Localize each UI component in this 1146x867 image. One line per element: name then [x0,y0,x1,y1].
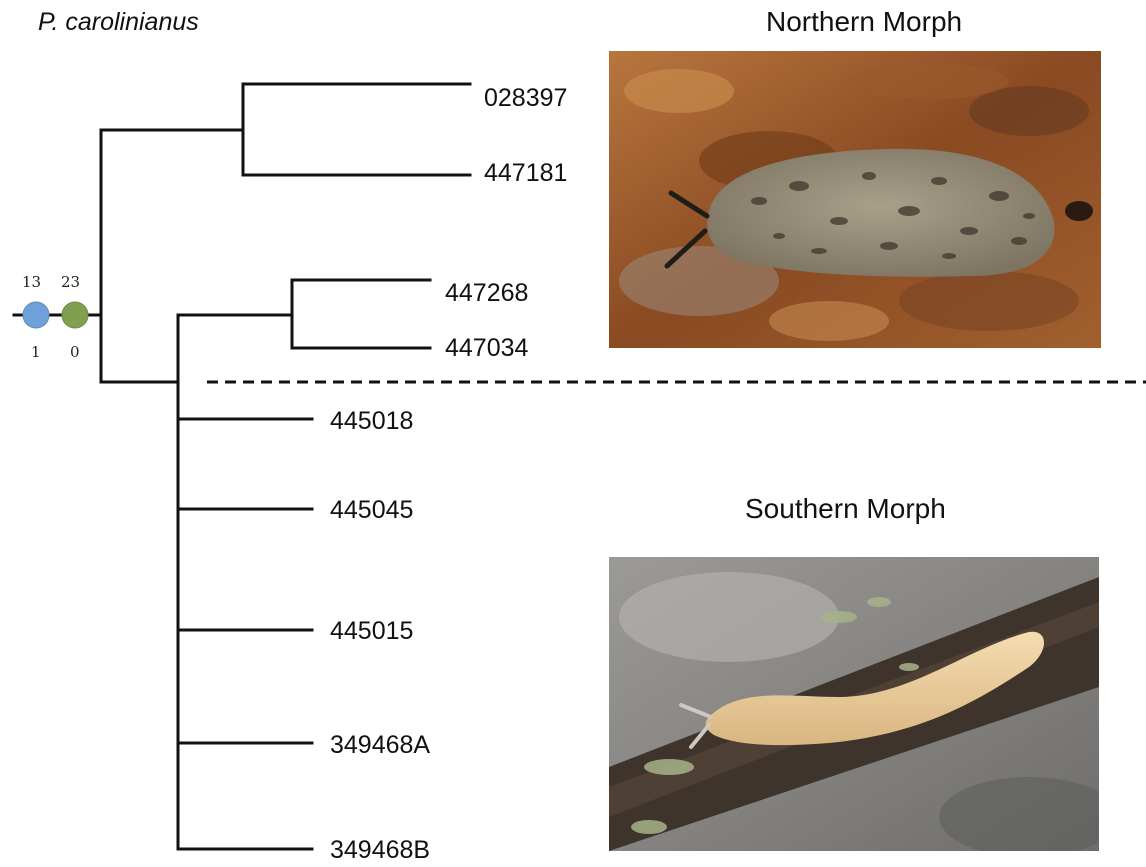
southern-morph-title: Southern Morph [745,493,946,525]
tip-label-349468B: 349468B [330,836,430,865]
tip-label-445045: 445045 [330,496,413,525]
green-node-count-bottom: 0 [70,343,80,361]
taxon-label: P. carolinianus [38,8,199,37]
tip-label-028397: 028397 [484,84,567,113]
blue-node-marker [23,302,49,328]
tip-label-447181: 447181 [484,159,567,188]
green-node-marker [62,302,88,328]
green-node-count-top: 23 [61,273,80,291]
tip-label-349468A: 349468A [330,731,430,760]
blue-node-count-top: 13 [22,273,41,291]
blue-node-count-bottom: 1 [31,343,41,361]
tip-label-447034: 447034 [445,334,528,363]
tip-label-445015: 445015 [330,617,413,646]
tip-label-445018: 445018 [330,407,413,436]
northern-morph-title: Northern Morph [766,6,962,38]
southern-morph-photo [609,557,1099,851]
northern-morph-photo [609,51,1101,348]
tip-label-447268: 447268 [445,279,528,308]
